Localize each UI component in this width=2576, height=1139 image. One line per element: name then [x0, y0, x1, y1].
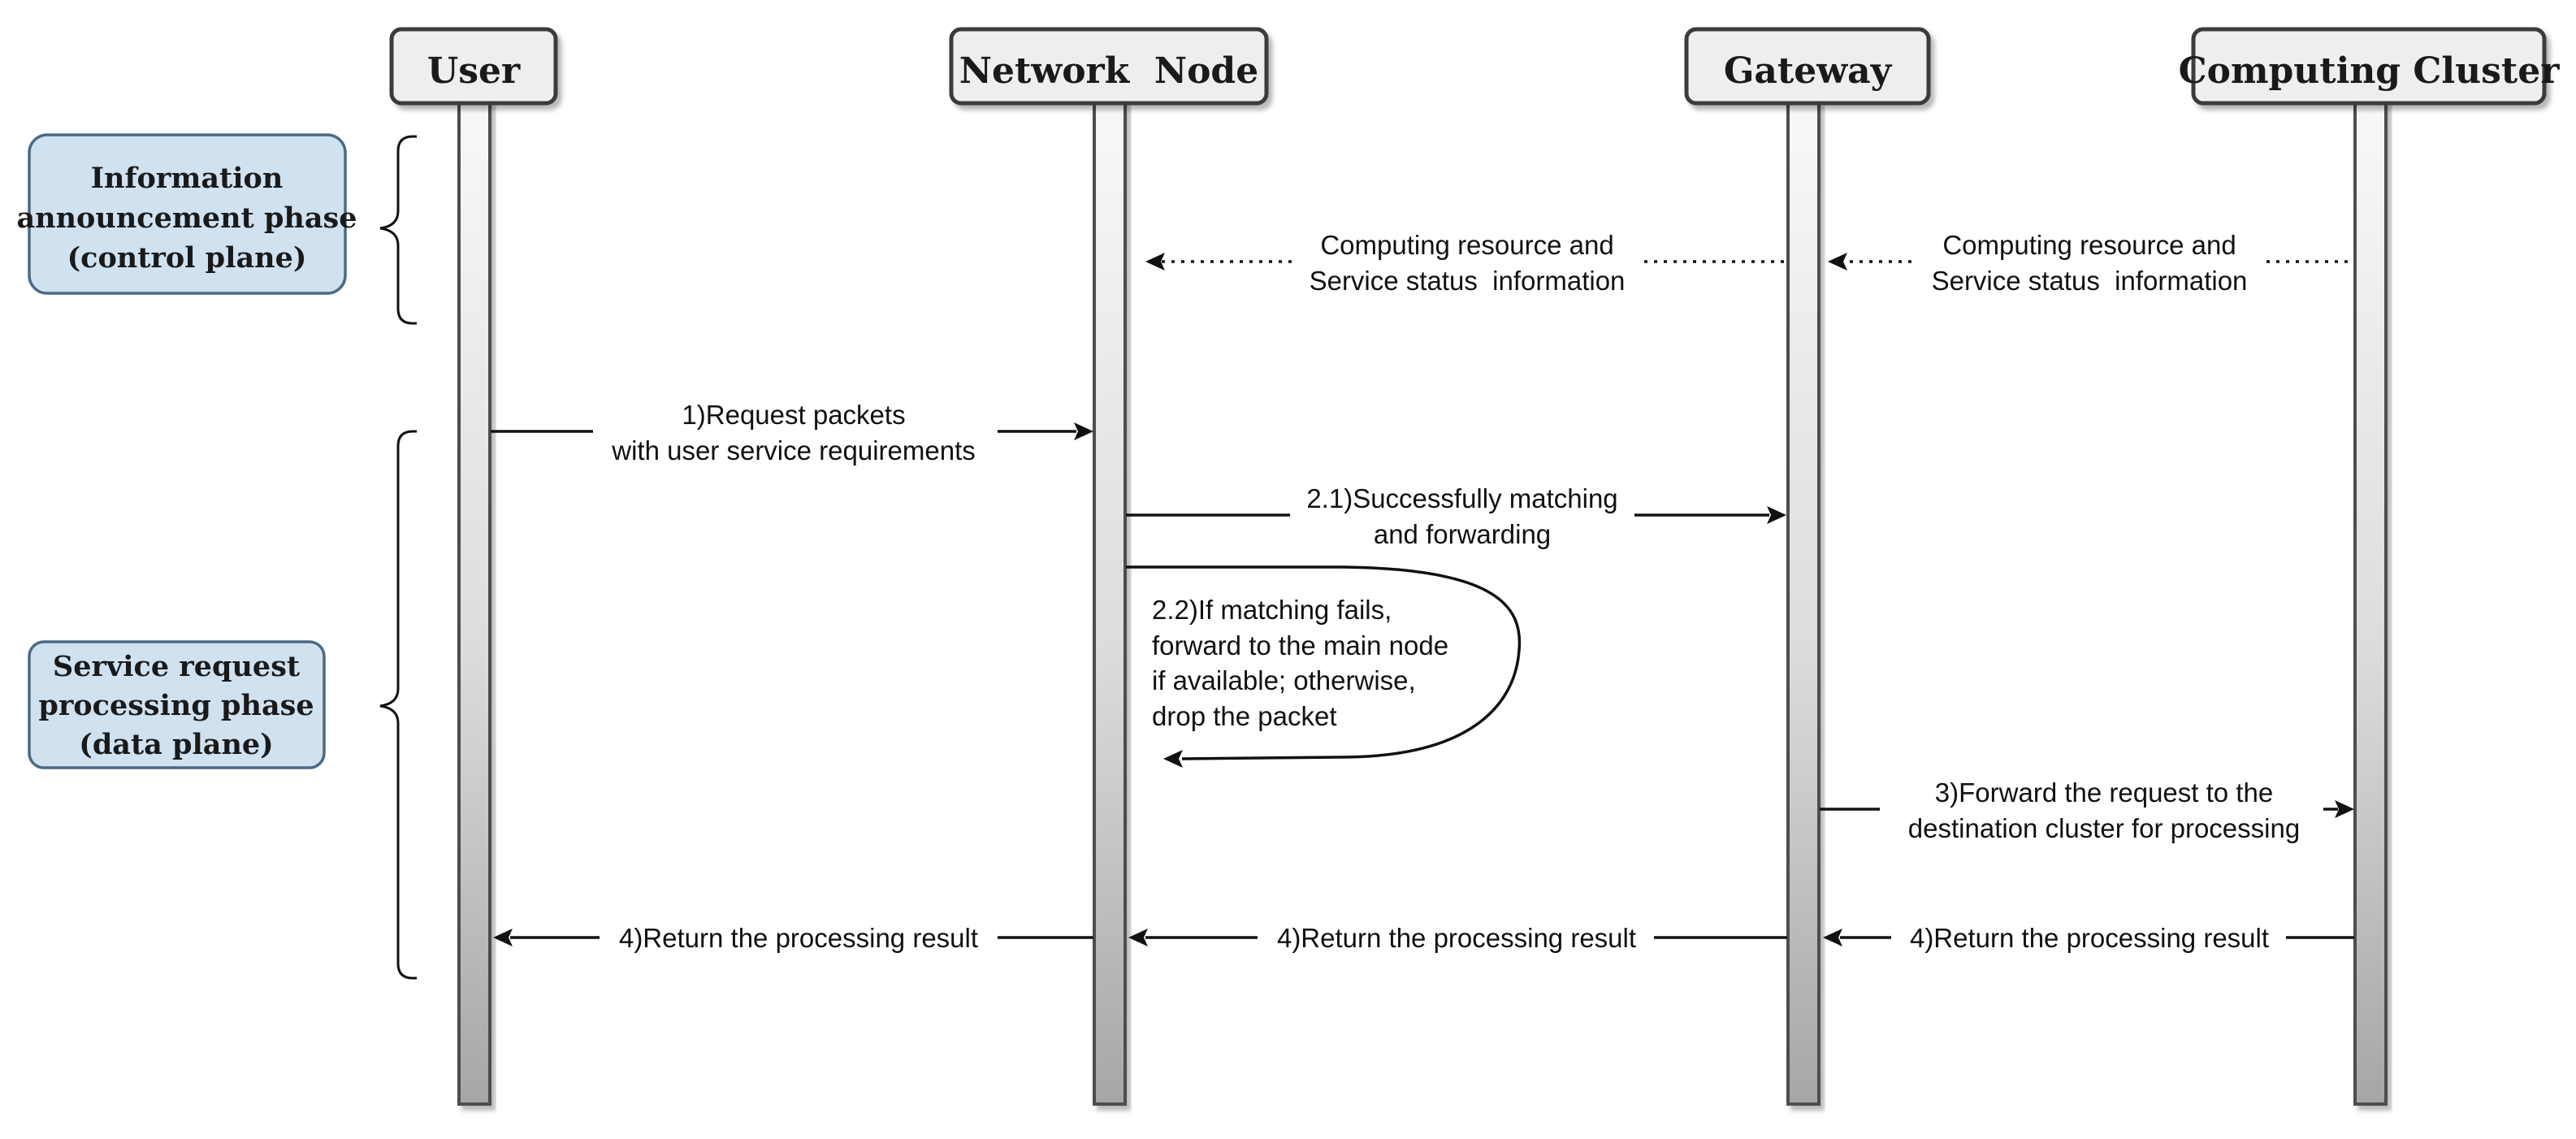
gateway-lifeline — [1786, 99, 1821, 1106]
message-label: with user service requirements — [611, 435, 976, 466]
message-label: 3)Forward the request to the — [1935, 777, 2273, 808]
network-node-lifeline — [1093, 99, 1127, 1106]
message-label: 2.1)Successfully matching — [1306, 483, 1617, 513]
participant-box — [949, 27, 1269, 106]
phase-label-line: announcement phase — [16, 201, 357, 235]
brace-information-phase — [379, 135, 417, 325]
message-label: 2.2)If matching fails, — [1152, 595, 1392, 625]
participant-network-node: Network Node — [949, 27, 1269, 106]
arrowhead — [1823, 929, 1842, 946]
phase-service-request: Service request processing phase (data p… — [28, 640, 326, 769]
computing-cluster-lifeline — [2353, 99, 2388, 1106]
message-label: forward to the main node — [1152, 630, 1448, 660]
user-lifeline — [457, 99, 491, 1106]
phase-label-line: Information — [91, 162, 284, 195]
message-label: drop the packet — [1152, 701, 1337, 731]
arrowhead — [1767, 506, 1786, 524]
phase-box — [28, 640, 326, 769]
phase-label-line: Service request — [53, 650, 300, 683]
loop-curve — [1126, 565, 1522, 760]
message-label: 4)Return the processing result — [1910, 923, 2269, 953]
phase-information-announcement: Information announcement phase (control … — [16, 133, 357, 295]
participant-gateway: Gateway — [1684, 27, 1931, 106]
phase-label-line: processing phase — [38, 689, 314, 722]
participant-label-user: User — [427, 50, 521, 92]
arrowhead — [1128, 929, 1148, 946]
participant-computing-cluster: Computing Cluster — [2179, 27, 2561, 106]
message-label: Computing resource and — [1320, 230, 1613, 260]
message-label: 4)Return the processing result — [619, 923, 978, 953]
phase-label-line: (control plane) — [67, 241, 307, 275]
arrowhead — [1828, 253, 1847, 271]
message-label: destination cluster for processing — [1908, 813, 2300, 843]
participant-box — [1684, 27, 1931, 106]
phase-label-line: (data plane) — [79, 728, 273, 761]
message-label: Service status information — [1310, 266, 1626, 296]
arrowhead — [1145, 253, 1165, 271]
participant-box — [2191, 27, 2547, 106]
message-request-packets: 1)Request packets with user service requ… — [491, 400, 1093, 466]
arrowhead — [493, 929, 513, 946]
phase-box — [28, 133, 347, 295]
message-return-to-gateway: 4)Return the processing result — [1823, 923, 2354, 953]
participant-user: User — [389, 27, 558, 106]
message-match-fail: 2.2)If matching fails, forward to the ma… — [1126, 565, 1522, 768]
participant-label-network-node: Network Node — [959, 50, 1258, 92]
message-label: 1)Request packets — [682, 400, 905, 430]
participant-box — [389, 27, 558, 106]
arrowhead — [1163, 750, 1183, 768]
message-label: Computing resource and — [1942, 230, 2236, 260]
message-return-to-user: 4)Return the processing result — [493, 923, 1093, 953]
participant-label-gateway: Gateway — [1724, 50, 1893, 92]
message-label: if available; otherwise, — [1152, 665, 1416, 695]
arrowhead — [2335, 800, 2354, 818]
message-forward-to-cluster: 3)Forward the request to the destination… — [1820, 777, 2354, 843]
message-return-to-network-node: 4)Return the processing result — [1128, 923, 1787, 953]
participant-label-computing-cluster: Computing Cluster — [2179, 50, 2561, 92]
message-status-to-gateway: Computing resource and Service status in… — [1828, 230, 2354, 296]
arrowhead — [1074, 422, 1093, 440]
brace-service-phase — [379, 430, 417, 980]
message-status-to-network-node: Computing resource and Service status in… — [1145, 230, 1787, 296]
message-label: Service status information — [1932, 266, 2248, 296]
message-label: 4)Return the processing result — [1277, 923, 1636, 953]
message-match-success: 2.1)Successfully matching and forwarding — [1126, 483, 1786, 549]
message-label: and forwarding — [1374, 519, 1551, 549]
